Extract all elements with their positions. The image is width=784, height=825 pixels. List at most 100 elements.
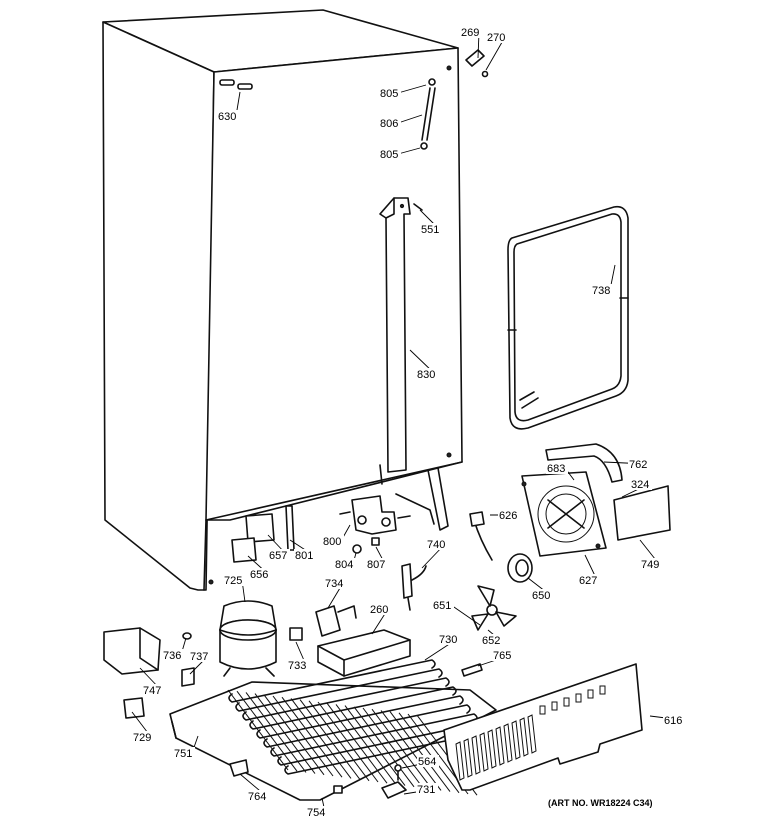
callout-652: 652	[482, 635, 500, 647]
callout-bg-656	[249, 568, 271, 580]
grille-slot	[455, 741, 465, 781]
callout-800: 800	[323, 536, 341, 548]
coil-wire	[290, 698, 352, 779]
callout-bg-807	[366, 558, 388, 570]
callout-805: 805	[380, 88, 398, 100]
fan-blade-652	[471, 585, 517, 631]
coil-tube	[263, 704, 471, 748]
leader-line-805	[397, 147, 421, 155]
callout-bg-725	[223, 574, 245, 586]
base-pan-751	[169, 681, 497, 801]
callout-bg-805	[379, 87, 401, 99]
hardware-parts	[219, 49, 489, 211]
coil-wire	[326, 702, 388, 784]
callout-564: 564	[418, 756, 436, 768]
callout-bg-806	[379, 117, 401, 129]
callout-bg-733	[287, 659, 309, 671]
coil-wire	[380, 710, 442, 791]
callout-bg-324	[630, 478, 652, 490]
callout-269: 269	[461, 27, 479, 39]
grille-vent	[539, 705, 546, 715]
callout-738: 738	[592, 285, 610, 297]
callout-734: 734	[325, 578, 343, 590]
callout-730: 730	[439, 634, 457, 646]
condenser-730	[227, 659, 492, 796]
coil-wire	[398, 712, 460, 794]
callout-651: 651	[433, 600, 451, 612]
callout-bg-762	[628, 458, 650, 470]
grille-slot	[527, 714, 537, 754]
fan-bracket-627	[521, 471, 607, 557]
grille-slot	[479, 732, 489, 772]
coil-wire	[362, 707, 424, 789]
callout-830: 830	[417, 369, 435, 381]
callout-bg-800	[322, 535, 344, 547]
grille-vent	[587, 689, 594, 699]
callout-627: 627	[579, 575, 597, 587]
heater-loop-738	[507, 205, 629, 430]
callout-630: 630	[218, 111, 236, 123]
callout-bg-754	[306, 806, 328, 818]
callout-bg-830	[416, 368, 438, 380]
callout-bg-747	[142, 684, 164, 696]
fan-motor-650	[507, 553, 533, 583]
callout-324: 324	[631, 479, 649, 491]
callout-bg-627	[578, 574, 600, 586]
legs-screws	[229, 759, 407, 799]
grille-slot	[519, 717, 529, 757]
art-number: (ART NO. WR18224 C34)	[548, 798, 653, 808]
callout-bg-260	[369, 603, 391, 615]
coil-tube	[249, 686, 457, 730]
callout-bg-738	[591, 284, 613, 296]
callout-804: 804	[335, 559, 353, 571]
cover-749	[613, 485, 671, 541]
coil-tube	[242, 677, 450, 721]
callout-bg-650	[531, 589, 553, 601]
callout-650: 650	[532, 590, 550, 602]
callout-bg-616	[663, 714, 685, 726]
coil-wire	[263, 694, 325, 776]
callout-616: 616	[664, 715, 682, 727]
callout-bg-657	[268, 549, 290, 561]
callout-765: 765	[493, 650, 511, 662]
callout-bg-683	[546, 462, 568, 474]
bracket-765	[461, 663, 483, 677]
callout-729: 729	[133, 732, 151, 744]
callout-bg-804	[334, 558, 356, 570]
callout-bg-764	[247, 790, 269, 802]
callout-731: 731	[417, 784, 435, 796]
callout-bg-734	[324, 577, 346, 589]
drain-pan-260	[317, 629, 411, 677]
callout-bg-805	[379, 148, 401, 160]
coil-wire	[299, 699, 361, 780]
grille-slot	[471, 735, 481, 775]
callout-bg-269	[460, 26, 482, 38]
callout-bg-736	[162, 649, 184, 661]
callout-260: 260	[370, 604, 388, 616]
callout-683: 683	[547, 463, 565, 475]
grille-slot	[495, 726, 505, 766]
callout-bg-651	[432, 599, 454, 611]
callout-bg-737	[189, 650, 211, 662]
coil-tube	[228, 659, 436, 703]
leader-line-651	[450, 604, 481, 626]
callout-bg-765	[492, 649, 514, 661]
callout-657: 657	[269, 550, 287, 562]
brackets	[231, 505, 295, 563]
thermostat-740	[401, 511, 493, 611]
callout-764: 764	[248, 791, 266, 803]
coil-wire	[272, 695, 334, 777]
cover-747	[103, 627, 161, 719]
grille-vent	[551, 701, 558, 711]
compressor-725	[219, 600, 277, 677]
callout-bg-270	[486, 31, 508, 43]
callout-bg-729	[132, 731, 154, 743]
coil-wire	[245, 692, 307, 773]
leader-line-806	[397, 114, 423, 124]
callout-747: 747	[143, 685, 161, 697]
callout-bg-730	[438, 633, 460, 645]
grille-616	[443, 663, 643, 791]
coil-wire	[308, 700, 370, 782]
duct-762	[545, 443, 623, 483]
